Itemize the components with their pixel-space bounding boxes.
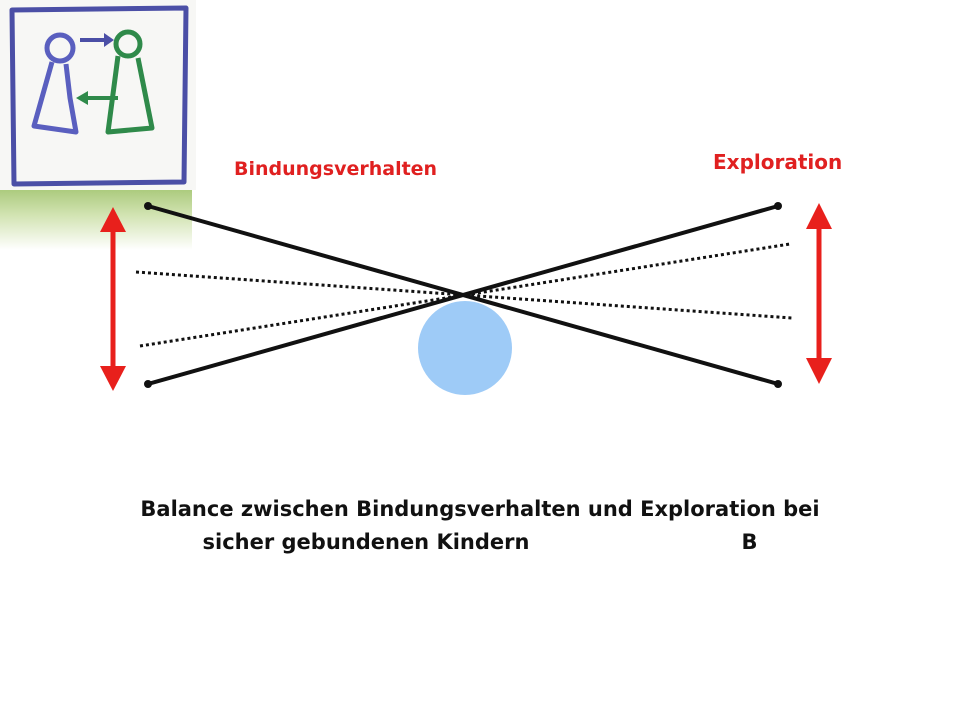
attachment-behavior-label: Bindungsverhalten xyxy=(234,158,438,180)
caption-line-1: Balance zwischen Bindungsverhalten und E… xyxy=(140,497,820,521)
left-double-arrow-icon xyxy=(100,207,126,391)
logo-image xyxy=(0,0,196,190)
endpoint-dot xyxy=(144,380,152,388)
endpoint-dot xyxy=(144,202,152,210)
green-gradient-band xyxy=(0,188,192,250)
pivot-circle xyxy=(418,301,512,395)
endpoint-dot xyxy=(774,202,782,210)
dotted-line-lower xyxy=(139,242,791,348)
dotted-line-upper xyxy=(135,270,793,320)
attachment-figures-icon xyxy=(9,5,189,187)
solid-line-exploration xyxy=(147,204,779,386)
exploration-label: Exploration xyxy=(713,150,843,174)
endpoint-dot xyxy=(774,380,782,388)
caption-line-2: sicher gebundenen Kindern B xyxy=(202,530,758,554)
right-double-arrow-icon xyxy=(806,203,832,384)
